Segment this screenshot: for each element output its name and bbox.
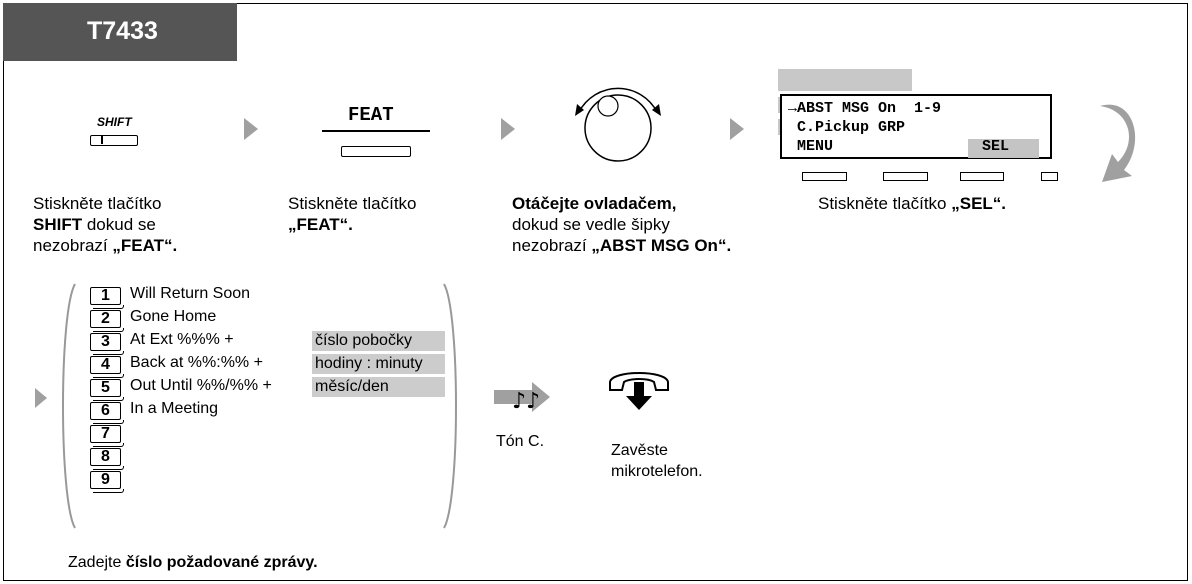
jog-dial-icon[interactable] bbox=[567, 82, 669, 169]
message-key-9[interactable]: 9 bbox=[90, 471, 124, 493]
lcd-line-2: C.Pickup GRP bbox=[788, 119, 906, 136]
handset-hangup-icon bbox=[604, 364, 674, 419]
sel-highlight bbox=[968, 139, 1039, 158]
message-text: Out Until %%/%% + bbox=[130, 377, 272, 394]
left-bracket-icon bbox=[57, 282, 77, 535]
lcd-line-3-sel: SEL bbox=[982, 138, 1010, 155]
message-key-7[interactable]: 7 bbox=[90, 425, 124, 447]
message-param: měsíc/den bbox=[312, 377, 445, 397]
shift-instruction-line1: Stiskněte tlačítko bbox=[33, 194, 162, 213]
lcd-display: →ABST MSG On 1-9 C.Pickup GRP MENU SEL bbox=[780, 94, 1052, 159]
step-arrow-icon bbox=[35, 388, 47, 408]
step-arrow-icon bbox=[244, 118, 258, 140]
message-text: At Ext %%% + bbox=[130, 331, 234, 348]
message-text: Will Return Soon bbox=[130, 285, 251, 302]
continue-arrow-icon bbox=[1090, 102, 1140, 197]
jog-instruction-line3: nezobrazí „ABST MSG On“. bbox=[512, 236, 732, 255]
lcd-line-3-menu: MENU bbox=[788, 138, 834, 155]
header-tab: T7433 bbox=[3, 3, 237, 61]
feat-instruction-line2: „FEAT“. bbox=[288, 215, 353, 234]
display-header-shade bbox=[778, 69, 912, 91]
message-instruction: Zadejte číslo požadované zprávy. bbox=[68, 554, 318, 571]
hangup-line1: Zavěste bbox=[611, 442, 668, 459]
feat-key-label: FEAT bbox=[348, 104, 394, 126]
message-param: hodiny : minuty bbox=[312, 354, 445, 374]
message-text: Back at %%:%% + bbox=[130, 354, 263, 371]
message-param: číslo pobočky bbox=[312, 331, 445, 351]
soft-key-small[interactable] bbox=[1041, 172, 1058, 181]
tone-label: Tón C. bbox=[496, 433, 545, 450]
step-arrow-icon bbox=[501, 118, 515, 140]
diagram-frame bbox=[3, 3, 1188, 581]
lcd-line-1: →ABST MSG On 1-9 bbox=[788, 100, 942, 117]
display-instruction: Stiskněte tlačítko „SEL“. bbox=[818, 194, 1007, 213]
feat-key-button[interactable] bbox=[341, 146, 411, 157]
message-key-4[interactable]: 4 bbox=[90, 356, 124, 378]
soft-key-sel[interactable] bbox=[960, 172, 1004, 181]
soft-key-2[interactable] bbox=[883, 172, 928, 181]
message-key-5[interactable]: 5 bbox=[90, 379, 124, 401]
message-key-3[interactable]: 3 bbox=[90, 333, 124, 355]
shift-key-label: SHIFT bbox=[97, 115, 132, 129]
right-bracket-icon bbox=[442, 282, 462, 535]
message-key-6[interactable]: 6 bbox=[90, 402, 124, 424]
shift-instruction-line3: nezobrazí „FEAT“. bbox=[33, 236, 178, 255]
message-key-1[interactable]: 1 bbox=[90, 287, 124, 309]
message-text: Gone Home bbox=[130, 308, 217, 325]
tone-note-icon: ♪♪ bbox=[494, 378, 552, 421]
message-text: In a Meeting bbox=[130, 400, 219, 417]
step-arrow-icon bbox=[730, 118, 744, 140]
shift-key-button[interactable] bbox=[90, 135, 138, 146]
shift-instruction-line2: SHIFT dokud se bbox=[33, 215, 156, 234]
model-title: T7433 bbox=[87, 17, 158, 45]
jog-instruction-line2: dokud se vedle šipky bbox=[512, 215, 670, 234]
svg-text:♪♪: ♪♪ bbox=[512, 389, 540, 414]
hangup-line2: mikrotelefon. bbox=[611, 463, 703, 480]
soft-key-1[interactable] bbox=[802, 172, 847, 181]
feat-label-underline bbox=[322, 130, 430, 132]
jog-instruction-line1: Otáčejte ovladačem, bbox=[512, 194, 677, 213]
message-key-2[interactable]: 2 bbox=[90, 310, 124, 332]
feat-instruction-line1: Stiskněte tlačítko bbox=[288, 194, 417, 213]
message-key-8[interactable]: 8 bbox=[90, 448, 124, 470]
